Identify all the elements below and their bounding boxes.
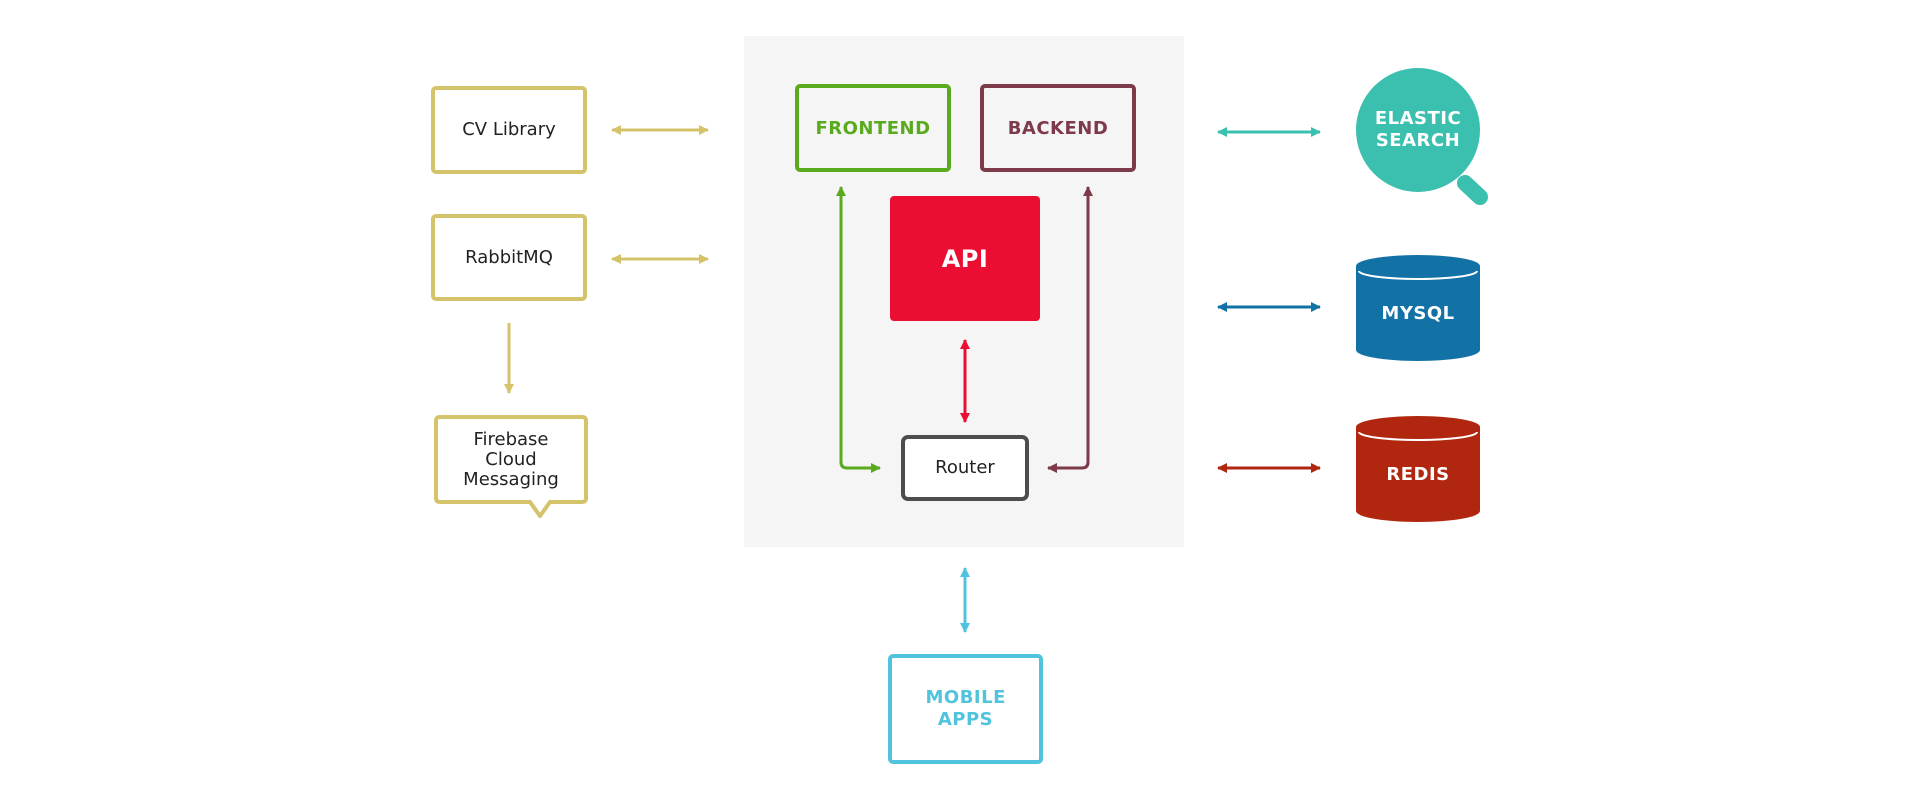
elastic-search-label-wrap: ELASTIC SEARCH	[1366, 100, 1470, 160]
firebase-label: Firebase Cloud Messaging	[463, 428, 559, 490]
cv-library-label: CV Library	[462, 119, 556, 140]
router-box	[901, 435, 1029, 501]
elastic-search-label: ELASTIC SEARCH	[1374, 108, 1462, 151]
backend-router-arrow	[1047, 186, 1093, 473]
redis-cylinder	[1356, 416, 1480, 522]
redis-label: REDIS	[1386, 464, 1450, 485]
frontend-box: FRONTEND	[795, 84, 951, 172]
redis-label-wrap: REDIS	[1356, 457, 1480, 493]
backend-label: BACKEND	[1007, 117, 1109, 139]
firebase-box: Firebase Cloud Messaging	[436, 417, 586, 502]
mysql-label: MYSQL	[1381, 303, 1455, 324]
firebase-bubble-outline	[434, 415, 588, 518]
mysql-label-wrap: MYSQL	[1356, 296, 1480, 332]
api-label: API	[941, 244, 989, 273]
mobile-apps-label: MOBILE APPS	[925, 687, 1006, 730]
router-label: Router	[935, 457, 995, 478]
router-label-wrap: Router	[903, 437, 1027, 499]
rabbitmq-box: RabbitMQ	[431, 214, 587, 301]
magnifier-handle	[1457, 175, 1488, 205]
rabbitmq-label: RabbitMQ	[465, 246, 553, 268]
api-label-wrap: API	[890, 196, 1040, 321]
api-block	[890, 196, 1040, 321]
mobile-apps-box: MOBILE APPS	[888, 654, 1043, 764]
frontend-router-arrow	[836, 186, 881, 473]
backend-box: BACKEND	[980, 84, 1136, 172]
cv-library-box: CV Library	[431, 86, 587, 174]
search-icon	[1356, 68, 1480, 192]
frontend-label: FRONTEND	[815, 117, 931, 139]
mysql-cylinder	[1356, 255, 1480, 361]
